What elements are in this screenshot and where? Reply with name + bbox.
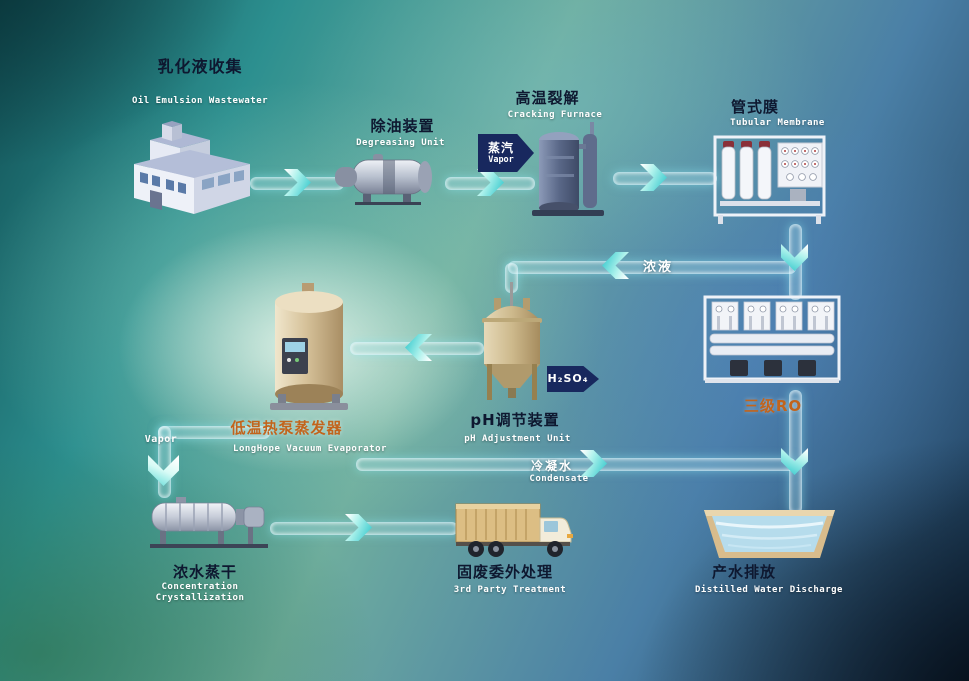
cracking-furnace-illustration [532,122,604,216]
degreasing-unit-illustration [335,154,432,205]
third-party-label-en: 3rd Party Treatment [453,585,567,595]
degreasing-label-en: Degreasing Unit [356,138,445,148]
membrane-label-zh: 管式膜 [730,98,779,116]
collection-label-en: Oil Emulsion Wastewater [131,96,269,106]
discharge-label-en: Distilled Water Discharge [695,585,843,595]
ro-label: 三级RO [743,397,803,415]
steam-label-zh: 蒸汽 [487,140,514,155]
condensate-label-en: Condensate [529,474,589,484]
membrane-label-en: Tubular Membrane [730,118,825,128]
ph-unit-label-en: pH Adjustment Unit [464,434,571,444]
acid-flag-arrow: H₂SO₄ [547,366,599,392]
evaporator-label-en: LongHope Vacuum Evaporator [233,444,387,454]
discharge-pool-illustration [704,510,835,558]
steam-label-en: Vapor [488,154,514,165]
tubular-membrane-illustration [713,135,826,224]
condensate-label-zh: 冷凝水 [530,459,573,473]
crystallizer-illustration [150,497,268,548]
concentrate-label: 浓液 [642,260,673,275]
crystallization-label-zh: 浓水蒸干 [172,563,237,581]
truck-illustration [455,503,573,557]
crystallization-label-en1: Concentration [161,582,239,592]
vacuum-evaporator-illustration [270,283,348,410]
ph-reactor-illustration [482,282,542,400]
acid-label: H₂SO₄ [547,372,589,385]
cracking-label-en: Cracking Furnace [507,110,603,120]
ph-unit-label-zh: pH调节装置 [470,411,560,429]
discharge-label-zh: 产水排放 [711,563,776,581]
cracking-label-zh: 高温裂解 [515,89,580,107]
crystallization-label-en2: Crystallization [155,593,245,603]
evaporator-label-zh: 低温热泵蒸发器 [230,419,343,437]
ro-unit-illustration [703,295,841,383]
vapor-out-label: Vapor [144,434,178,445]
collection-label-zh: 乳化液收集 [157,57,243,76]
third-party-label-zh: 固废委外处理 [456,563,553,581]
degreasing-label-zh: 除油装置 [370,117,435,135]
factory-illustration [134,121,250,214]
